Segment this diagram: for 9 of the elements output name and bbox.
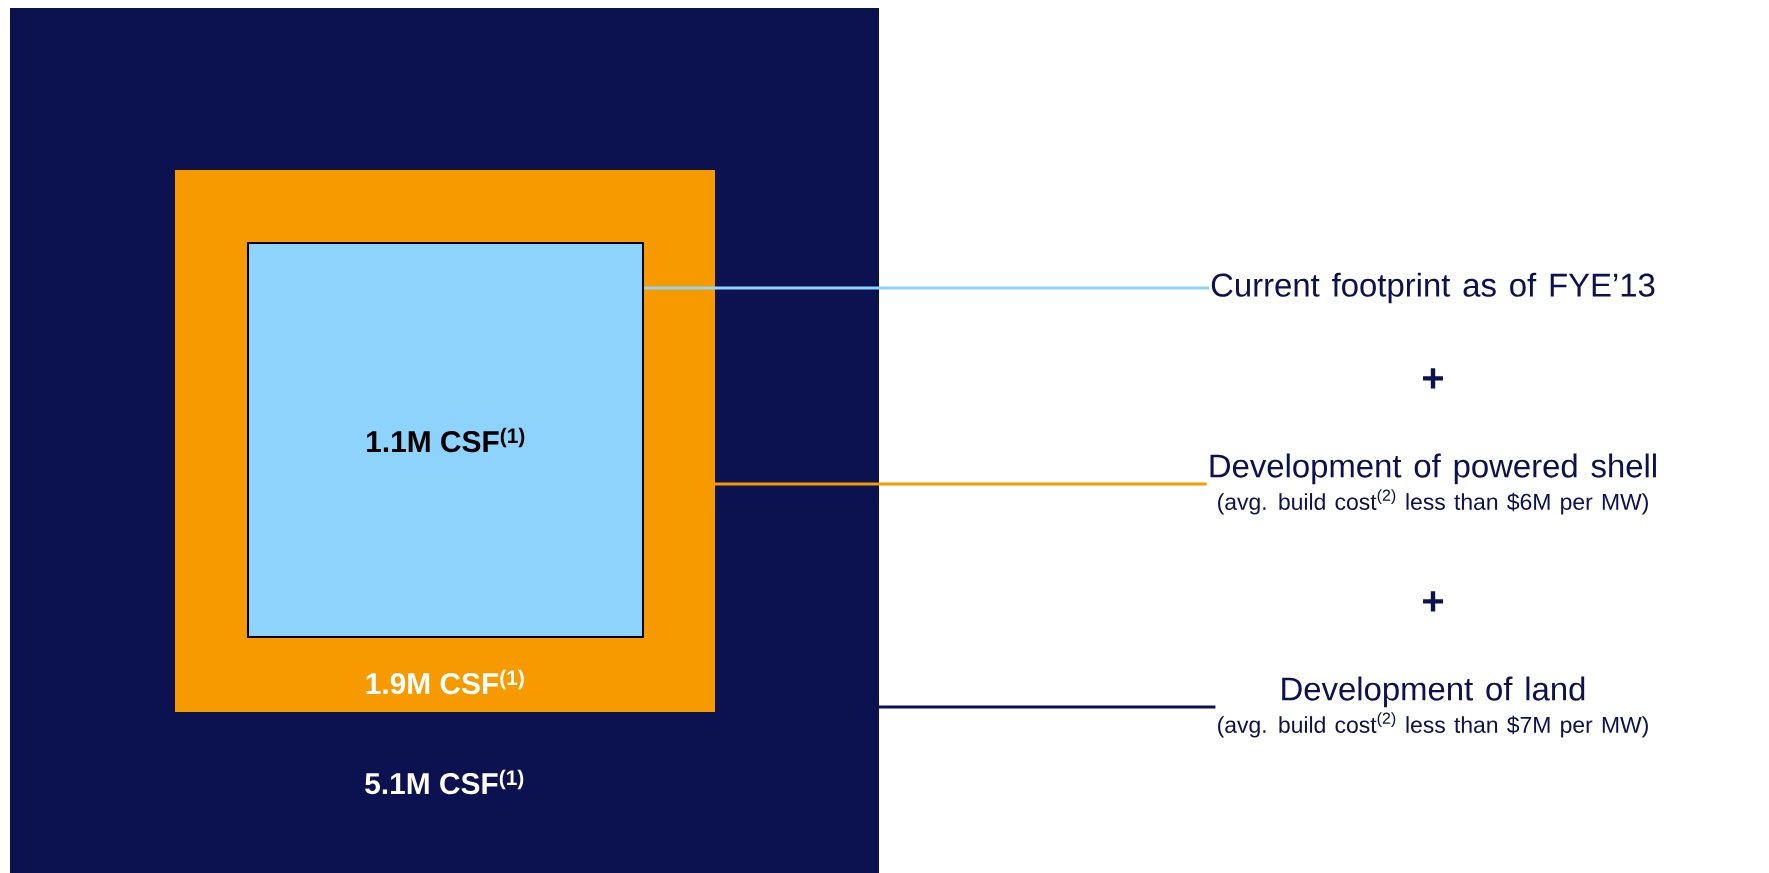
- leader-line: [715, 482, 1207, 486]
- description-text: Development of land (avg. build cost$^{(2)}$ less than $7M per MW): [1218, 676, 1648, 738]
- leader-line: [644, 286, 1209, 290]
- leader-line: [879, 705, 1216, 709]
- description-text: Current footprint as of FYE’13: [1211, 272, 1655, 304]
- plus-sign: +: [1423, 591, 1444, 612]
- plus-sign: +: [1423, 368, 1444, 389]
- description-text: Development of powered shell (avg. build cost$^{(2)}$ less than $6M per MW): [1210, 453, 1656, 515]
- inner-area-box: 1.1M CSF$^{(1)}$: [247, 242, 644, 638]
